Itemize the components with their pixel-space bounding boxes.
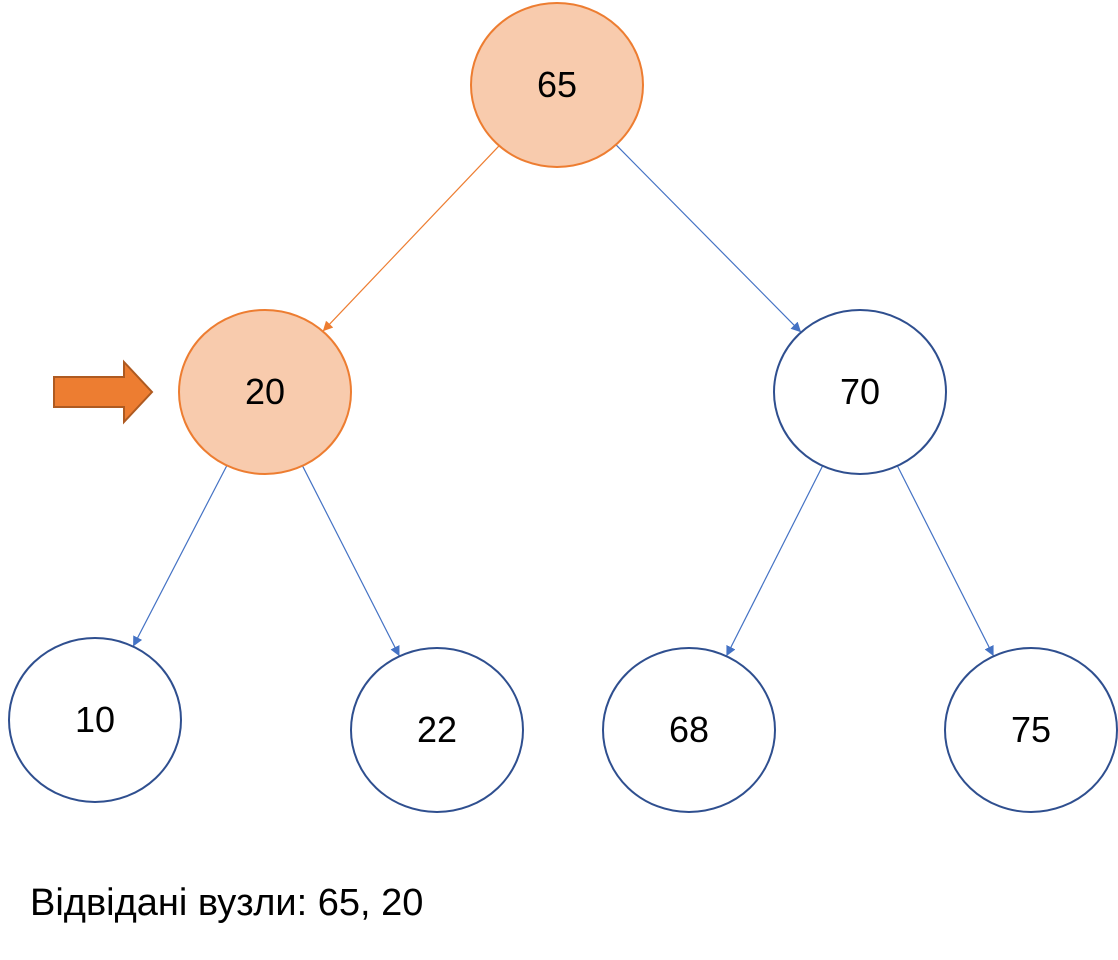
tree-node-10: 10: [8, 637, 182, 803]
node-value: 65: [537, 64, 577, 105]
node-value: 68: [669, 709, 709, 750]
node-circle: [773, 309, 947, 475]
node-circle: [602, 647, 776, 813]
tree-node-70: 70: [773, 309, 947, 475]
node-value: 10: [75, 699, 115, 740]
tree-edges: [132, 144, 995, 657]
tree-node-20: 20: [178, 309, 352, 475]
tree-node-22: 22: [350, 647, 524, 813]
edge-20-22: [301, 465, 401, 657]
node-circle: [944, 647, 1118, 813]
edge-70-68: [725, 465, 824, 657]
tree-nodes: 65 20 70 10 22 68 75: [8, 2, 1118, 813]
tree-node-65: 65: [470, 2, 644, 168]
node-value: 75: [1011, 709, 1051, 750]
node-value: 20: [245, 371, 285, 412]
node-circle: [8, 637, 182, 803]
right-arrow-icon: [53, 359, 154, 425]
visited-nodes-caption: Відвідані вузли: 65, 20: [30, 882, 424, 924]
node-value: 70: [840, 371, 880, 412]
edge-20-10: [132, 465, 228, 647]
tree-node-75: 75: [944, 647, 1118, 813]
tree-node-68: 68: [602, 647, 776, 813]
node-circle: [178, 309, 352, 475]
edge-70-75: [896, 465, 995, 657]
edge-65-70: [615, 144, 802, 333]
node-value: 22: [417, 709, 457, 750]
node-circle: [470, 2, 644, 168]
node-circle: [350, 647, 524, 813]
edge-65-20: [322, 145, 500, 332]
